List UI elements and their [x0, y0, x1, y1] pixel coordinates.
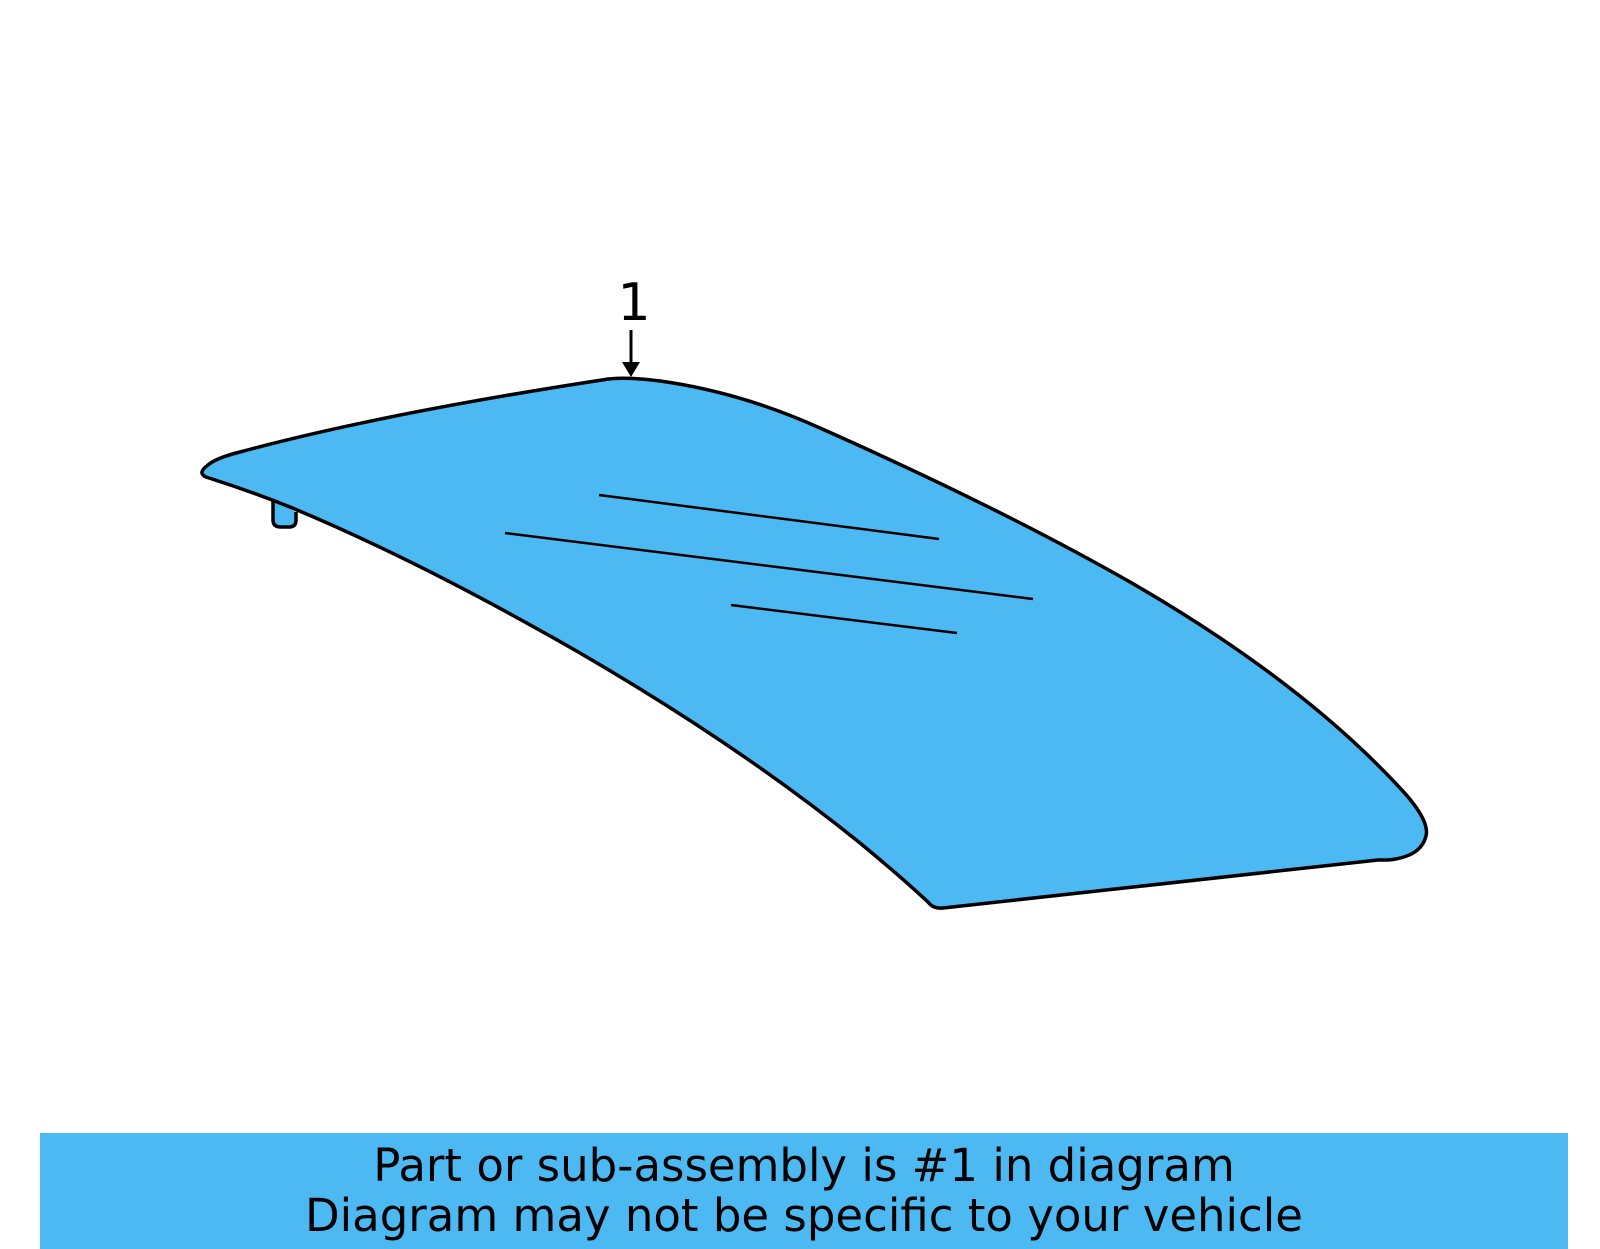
glass-panel-shape — [200, 376, 1429, 910]
reflection-line-1 — [598, 493, 940, 541]
reflection-line-3 — [730, 603, 958, 635]
callout-number: 1 — [617, 273, 650, 333]
reflection-line-2 — [504, 531, 1034, 601]
info-banner: Part or sub-assembly is #1 in diagram Di… — [40, 1133, 1568, 1249]
mounting-tab — [271, 500, 298, 529]
banner-line-part: Part or sub-assembly is #1 in diagram — [373, 1139, 1235, 1192]
banner-line-disclaimer: Diagram may not be specific to your vehi… — [305, 1189, 1303, 1242]
callout-arrow-head — [622, 362, 640, 377]
